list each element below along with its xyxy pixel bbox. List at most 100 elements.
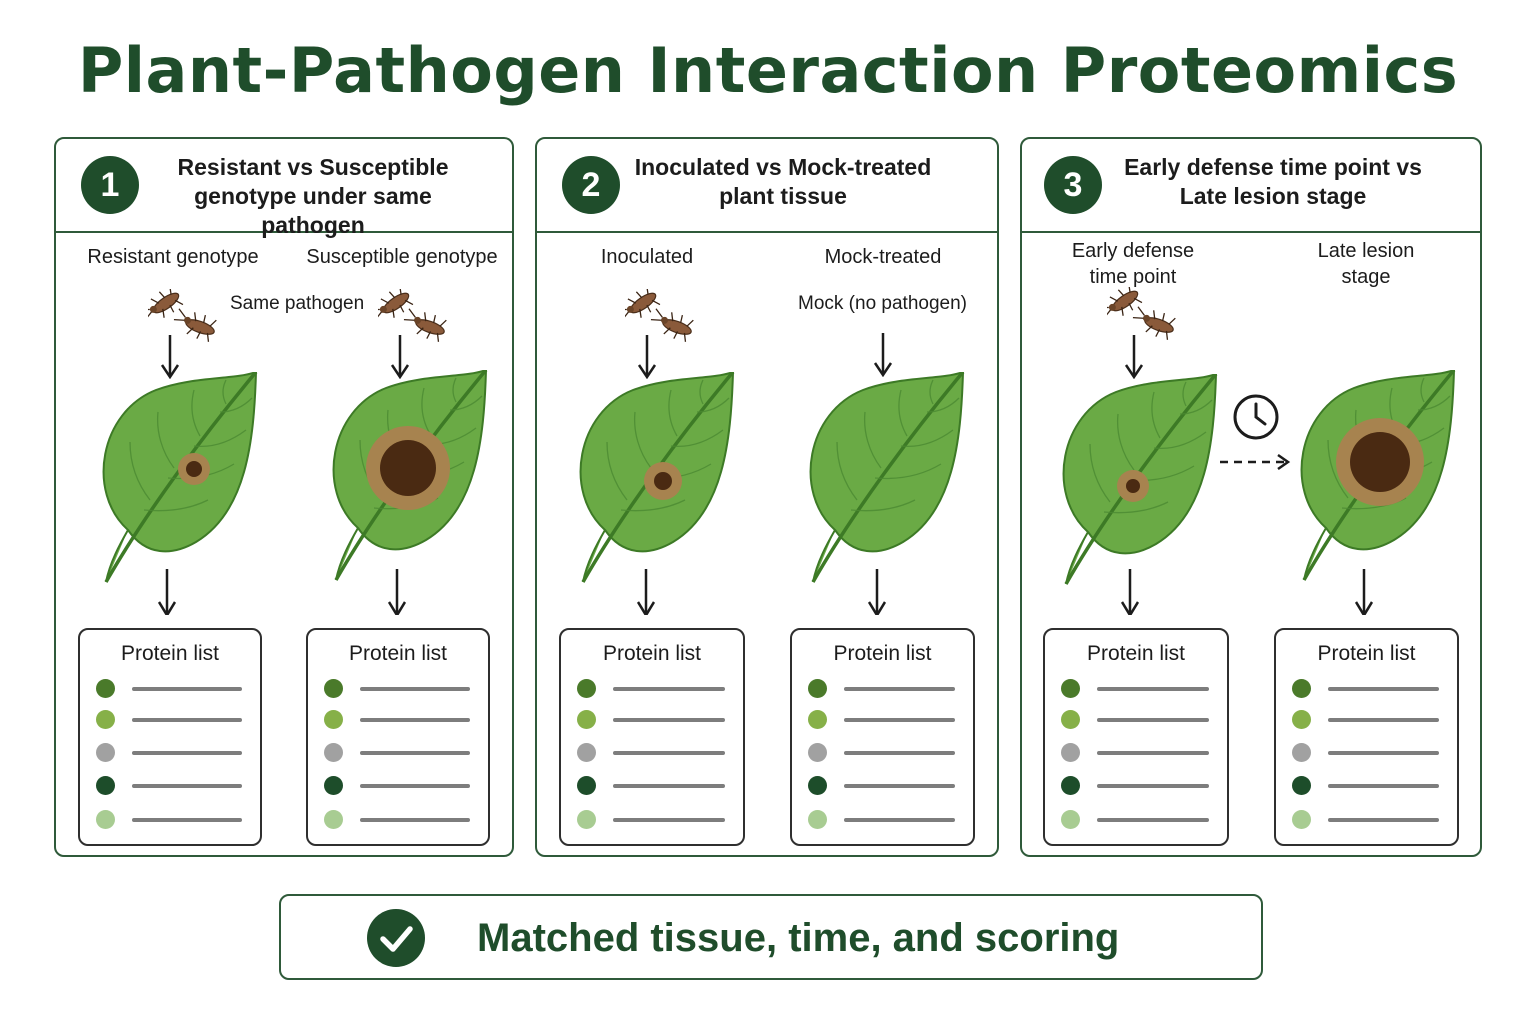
protein-list-item bbox=[324, 679, 470, 699]
protein-dot bbox=[1061, 679, 1080, 698]
check-icon bbox=[367, 909, 425, 967]
protein-dot bbox=[1292, 743, 1311, 762]
arrow-down-icon bbox=[867, 569, 887, 615]
arrow-down-icon bbox=[387, 569, 407, 615]
protein-list-item bbox=[1292, 776, 1439, 796]
protein-list-item bbox=[808, 710, 955, 730]
protein-list-item bbox=[1292, 810, 1439, 830]
protein-placeholder-line bbox=[132, 784, 242, 788]
dashed-arrow-right-icon bbox=[1220, 453, 1291, 471]
protein-placeholder-line bbox=[360, 784, 470, 788]
protein-placeholder-line bbox=[1097, 687, 1209, 691]
leaf-icon bbox=[331, 370, 488, 582]
protein-placeholder-line bbox=[1328, 818, 1439, 822]
protein-dot bbox=[577, 743, 596, 762]
protein-dot bbox=[324, 679, 343, 698]
protein-list-item bbox=[808, 743, 955, 763]
protein-list-item bbox=[1061, 810, 1209, 830]
leaf-icon bbox=[1299, 370, 1456, 582]
resistant-genotype-label: Resistant genotype bbox=[87, 246, 259, 268]
protein-dot bbox=[96, 810, 115, 829]
protein-list-item bbox=[324, 710, 470, 730]
protein-list-item bbox=[808, 679, 955, 699]
protein-dot bbox=[808, 743, 827, 762]
leaf-icon bbox=[808, 372, 965, 584]
protein-list-item bbox=[324, 776, 470, 796]
protein-placeholder-line bbox=[1097, 718, 1209, 722]
arrow-down-icon bbox=[636, 569, 656, 615]
mock-treated-label: Mock-treated bbox=[824, 246, 942, 268]
leaf-icon bbox=[578, 372, 735, 584]
same-pathogen-note: Same pathogen bbox=[230, 293, 365, 314]
protein-list-item bbox=[1061, 679, 1209, 699]
protein-placeholder-line bbox=[613, 784, 725, 788]
protein-list-item bbox=[1292, 679, 1439, 699]
protein-dot bbox=[808, 679, 827, 698]
protein-list-item bbox=[1292, 710, 1439, 730]
arrow-down-icon bbox=[1124, 335, 1144, 379]
inoculated-label: Inoculated bbox=[600, 246, 694, 268]
protein-dot bbox=[1292, 810, 1311, 829]
protein-list-title: Protein list bbox=[120, 642, 220, 665]
protein-placeholder-line bbox=[1097, 784, 1209, 788]
protein-list: Protein list bbox=[559, 628, 745, 846]
protein-placeholder-line bbox=[132, 818, 242, 822]
protein-list-item bbox=[577, 679, 725, 699]
protein-placeholder-line bbox=[844, 784, 955, 788]
protein-dot bbox=[1061, 710, 1080, 729]
protein-list-item bbox=[324, 810, 470, 830]
protein-placeholder-line bbox=[613, 687, 725, 691]
protein-dot bbox=[1061, 810, 1080, 829]
protein-placeholder-line bbox=[613, 718, 725, 722]
protein-dot bbox=[808, 810, 827, 829]
protein-list-title: Protein list bbox=[348, 642, 448, 665]
protein-list: Protein list bbox=[306, 628, 490, 846]
protein-list-item bbox=[1292, 743, 1439, 763]
protein-placeholder-line bbox=[1328, 751, 1439, 755]
protein-list: Protein list bbox=[1274, 628, 1459, 846]
protein-list-item bbox=[577, 710, 725, 730]
protein-placeholder-line bbox=[1328, 784, 1439, 788]
protein-list-title: Protein list bbox=[1086, 642, 1186, 665]
arrow-down-icon bbox=[1120, 569, 1140, 615]
protein-list-item bbox=[1061, 710, 1209, 730]
protein-list-item bbox=[324, 743, 470, 763]
protein-placeholder-line bbox=[844, 718, 955, 722]
step-number-badge: 1 bbox=[81, 156, 139, 214]
protein-dot bbox=[96, 776, 115, 795]
protein-dot bbox=[577, 810, 596, 829]
mock-no-pathogen-note: Mock (no pathogen) bbox=[798, 293, 967, 314]
protein-placeholder-line bbox=[1328, 718, 1439, 722]
protein-dot bbox=[1061, 776, 1080, 795]
protein-placeholder-line bbox=[360, 751, 470, 755]
protein-placeholder-line bbox=[360, 718, 470, 722]
page-title: Plant-Pathogen Interaction Proteomics bbox=[77, 34, 1459, 107]
protein-dot bbox=[96, 679, 115, 698]
protein-list-title: Protein list bbox=[1317, 642, 1416, 665]
protein-placeholder-line bbox=[360, 818, 470, 822]
leaf-icon bbox=[101, 372, 258, 584]
leaf-icon bbox=[1061, 374, 1218, 586]
protein-list: Protein list bbox=[1043, 628, 1229, 846]
protein-list: Protein list bbox=[790, 628, 975, 846]
protein-dot bbox=[324, 810, 343, 829]
pathogen-icon bbox=[1107, 287, 1183, 343]
protein-list-item bbox=[96, 743, 242, 763]
protein-dot bbox=[96, 710, 115, 729]
protein-dot bbox=[1292, 679, 1311, 698]
protein-dot bbox=[808, 776, 827, 795]
arrow-down-icon bbox=[873, 333, 893, 377]
protein-placeholder-line bbox=[844, 751, 955, 755]
protein-list-item bbox=[808, 810, 955, 830]
protein-list-item bbox=[96, 710, 242, 730]
protein-placeholder-line bbox=[132, 687, 242, 691]
